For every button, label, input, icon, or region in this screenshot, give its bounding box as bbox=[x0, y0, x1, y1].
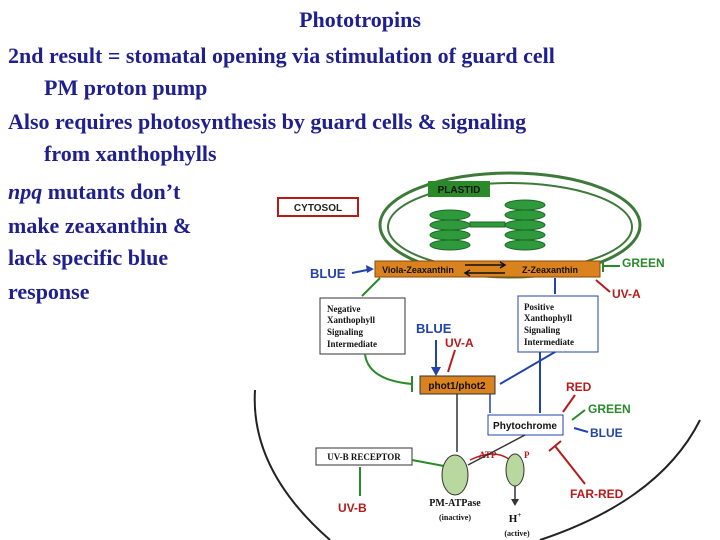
bullet-line-8: response bbox=[8, 279, 90, 304]
blue-light-label: BLUE bbox=[310, 266, 346, 281]
green-light-label: GREEN bbox=[622, 256, 665, 270]
equilibrium-arrows bbox=[463, 261, 507, 277]
green-inhibit bbox=[602, 260, 620, 272]
xanthophyll-bar bbox=[374, 260, 601, 278]
viola-zeaxanthin-label: Viola-Zeaxanthin bbox=[382, 265, 454, 275]
blue-lower-label: BLUE bbox=[590, 426, 623, 440]
bullet-line-5-rest: mutants don’t bbox=[42, 179, 181, 204]
bullet-line-3: Also requires photosynthesis by guard ce… bbox=[8, 109, 527, 134]
cytosol-label: CYTOSOL bbox=[294, 203, 342, 214]
plastid-label-box bbox=[428, 181, 490, 197]
pos-to-phot bbox=[499, 351, 556, 385]
blue-arrow-head bbox=[366, 265, 374, 273]
red-arrow bbox=[562, 394, 576, 413]
pm-atpase-label: PM-ATPase bbox=[429, 498, 481, 509]
atp-to-p-arrow bbox=[469, 453, 511, 461]
plastid-label: PLASTID bbox=[438, 185, 481, 196]
neg-line3: Signaling bbox=[327, 327, 364, 337]
positive-intermediate-box bbox=[517, 295, 599, 353]
neg-line4: Intermediate bbox=[327, 339, 377, 349]
blue-to-neg-arrow bbox=[361, 277, 381, 297]
red-label: RED bbox=[566, 380, 592, 394]
bullet-line-6: make zeaxanthin & bbox=[8, 213, 192, 238]
bullet-line-7: lack specific blue bbox=[8, 245, 169, 270]
slide-title: Phototropins bbox=[299, 7, 421, 32]
pos-line2: Xanthophyll bbox=[524, 313, 573, 323]
neg-line1: Negative bbox=[327, 304, 361, 314]
hplus-h: H bbox=[509, 513, 518, 525]
uvb-label: UV-B bbox=[338, 501, 367, 515]
phyto-to-atpase bbox=[467, 434, 526, 466]
npq-italic: npq bbox=[8, 179, 43, 204]
blue-down-head bbox=[431, 367, 441, 376]
zeaxanthin-label: Z-Zeaxanthin bbox=[522, 265, 578, 275]
pos-line1: Positive bbox=[524, 302, 554, 312]
inactive-label: (inactive) bbox=[439, 513, 471, 522]
cytosol-label-box bbox=[277, 197, 359, 217]
green-lower-label: GREEN bbox=[588, 402, 631, 416]
bullet-line-1: 2nd result = stomatal opening via stimul… bbox=[8, 43, 555, 68]
phytochrome-box bbox=[487, 414, 564, 436]
uvb-to-atpase bbox=[411, 459, 445, 467]
green-lower-inhibit bbox=[571, 409, 586, 421]
bullet-line-4: from xanthophylls bbox=[44, 141, 217, 166]
uvb-receptor-label: UV-B RECEPTOR bbox=[327, 452, 401, 462]
cell-membrane bbox=[253, 389, 331, 540]
far-red-label: FAR-RED bbox=[570, 487, 624, 501]
uva-arrow bbox=[595, 279, 611, 293]
uvb-receptor-box bbox=[315, 447, 413, 466]
pos-line4: Intermediate bbox=[524, 337, 574, 347]
phot-label: phot1/phot2 bbox=[428, 381, 486, 392]
far-red-inhibit bbox=[548, 440, 586, 485]
p-label: P bbox=[524, 450, 530, 460]
uva-center-label: UV-A bbox=[445, 336, 474, 350]
pos-line3: Signaling bbox=[524, 325, 561, 335]
uva-down-arrow bbox=[447, 349, 456, 373]
neg-line2: Xanthophyll bbox=[327, 315, 376, 325]
hplus-label: H+ bbox=[509, 511, 522, 525]
bullet-line-2: PM proton pump bbox=[44, 75, 208, 100]
neg-inhibit-phot bbox=[364, 353, 413, 392]
phytochrome-label: Phytochrome bbox=[493, 421, 557, 432]
cell-membrane-right bbox=[539, 419, 701, 540]
blue-lower-arrow bbox=[573, 427, 589, 433]
bullet-line-5: npq mutants don’t bbox=[8, 176, 180, 208]
pm-atpase-active bbox=[505, 453, 525, 487]
thylakoid-stacks bbox=[429, 199, 546, 251]
active-label: (active) bbox=[504, 529, 530, 538]
uva-light-label: UV-A bbox=[612, 287, 641, 301]
negative-intermediate-box bbox=[319, 297, 406, 355]
proton-out-head bbox=[511, 499, 519, 506]
blue-center-label: BLUE bbox=[416, 321, 452, 336]
hplus-sup: + bbox=[517, 511, 521, 519]
pm-atpase-inactive bbox=[441, 454, 469, 496]
